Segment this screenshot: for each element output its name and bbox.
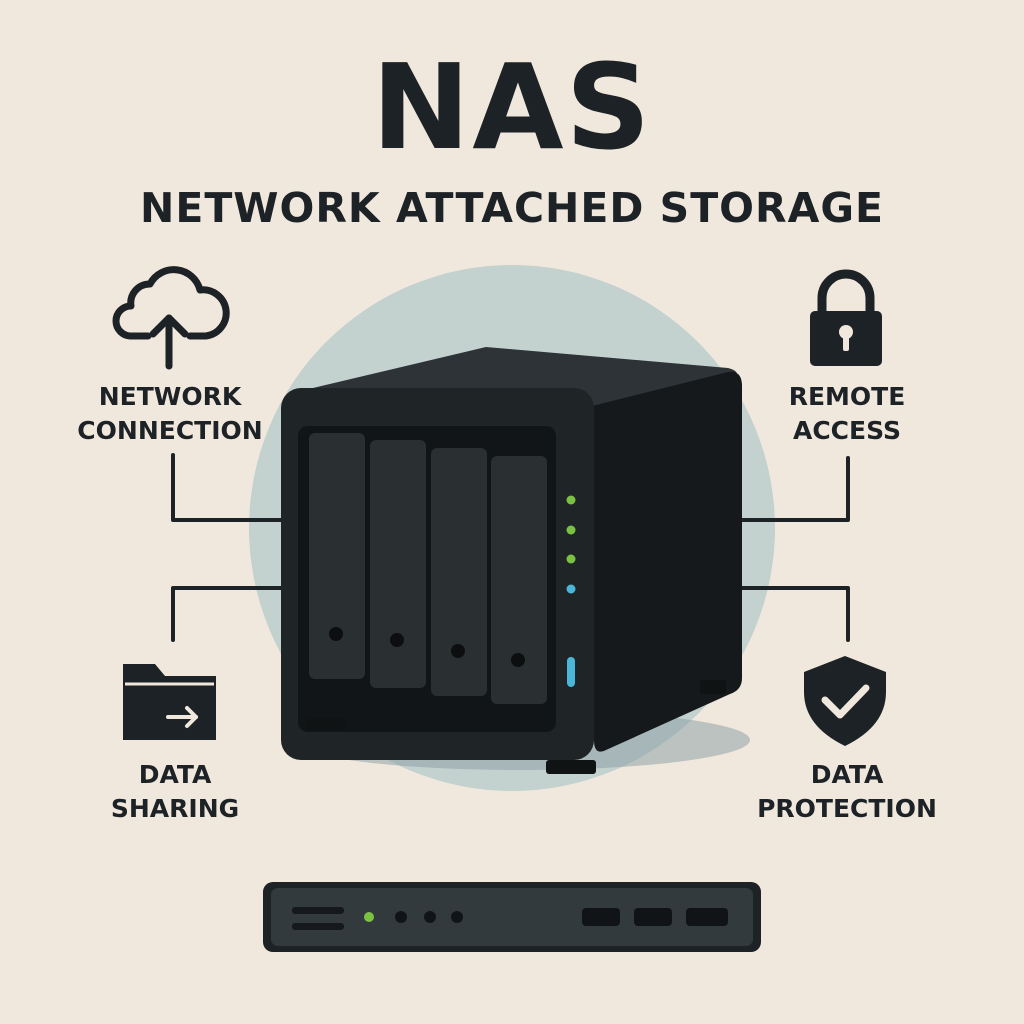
feature-data-protection: DATA PROTECTION [740,758,954,826]
status-led [566,554,576,564]
switch-port [634,908,672,926]
feature-label-line: DATA [138,760,212,789]
page-title: NAS [371,38,653,176]
drive-tray-latch [329,627,343,641]
power-indicator [567,657,575,687]
lock-icon [810,269,882,366]
drive-tray-latch [511,653,525,667]
feature-network-connection: NETWORK CONNECTION [50,380,290,448]
connector-protection [740,586,850,642]
connector-network [171,453,285,522]
device-foot [546,760,596,774]
switch-led [364,912,374,922]
page-subtitle: NETWORK ATTACHED STORAGE [140,184,884,232]
status-led [566,495,576,505]
connector-remote [740,456,850,522]
device-side [584,371,742,752]
feature-label-line: REMOTE [788,382,906,411]
nas-device [281,347,742,774]
drive-tray-latch [451,644,465,658]
drive-tray [370,440,426,688]
drive-tray [431,448,487,696]
device-foot [700,680,726,694]
folder-arrow-icon [123,664,216,740]
feature-label-line: NETWORK [98,382,242,411]
status-led [566,525,576,535]
shield-check-icon [804,656,886,746]
switch-indicator [451,911,463,923]
feature-label-line: PROTECTION [757,794,937,823]
cloud-upload-icon [112,266,230,370]
network-switch [263,882,761,952]
switch-port [582,908,620,926]
switch-front [271,888,753,946]
switch-port [686,908,728,926]
switch-indicator [395,911,407,923]
drive-tray-latch [390,633,404,647]
feature-data-sharing: DATA SHARING [60,758,290,826]
connector-sharing [171,586,285,642]
status-led [566,584,576,594]
drive-tray [491,456,547,704]
feature-label-line: CONNECTION [77,416,263,445]
feature-label-line: DATA [810,760,884,789]
device-foot [305,718,347,730]
switch-indicator [424,911,436,923]
feature-remote-access: REMOTE ACCESS [740,380,954,448]
connector-lines [171,453,850,642]
drive-tray [309,433,365,679]
switch-vent [292,923,344,930]
drive-trays [309,433,547,704]
switch-vent [292,907,344,914]
feature-label-line: SHARING [110,794,240,823]
feature-label-line: ACCESS [792,416,901,445]
